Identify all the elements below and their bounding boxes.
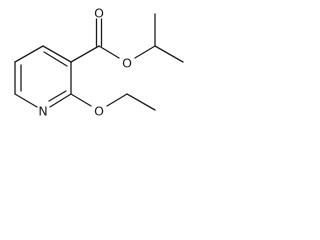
- bond-c4-c5: [14, 45, 44, 63]
- bond-c4-c4-inner: [43, 51, 68, 67]
- atom-label-carbonyl-oxygen: O: [94, 6, 104, 21]
- chemical-structure-diagram: O O O N: [14, 6, 184, 119]
- atom-label-ester-oxygen: O: [122, 56, 132, 71]
- bond-ether-oxygen-ch2: [106, 93, 128, 107]
- isopropyl-ester-group: [70, 13, 184, 63]
- bond-c2-ether-oxygen: [70, 93, 92, 107]
- bond-c3-c4: [42, 45, 72, 63]
- bond-c6-n1: [14, 93, 38, 108]
- bond-n1-c2-inner: [48, 90, 67, 102]
- bond-n1-c2: [49, 93, 72, 108]
- bond-ch-to-methyl-right: [154, 45, 184, 63]
- ethoxy-group: [70, 93, 156, 111]
- bond-ester-oxygen-to-ch: [134, 45, 156, 59]
- bond-ch2-ch3: [126, 93, 156, 111]
- atom-label-ether-oxygen: O: [94, 104, 104, 119]
- bond-c3-carbonyl-carbon: [70, 45, 100, 63]
- atom-label-ring-nitrogen: N: [38, 104, 47, 119]
- bond-carbonyl-to-ester-oxygen: [98, 45, 120, 59]
- pyridine-ring: [14, 45, 72, 108]
